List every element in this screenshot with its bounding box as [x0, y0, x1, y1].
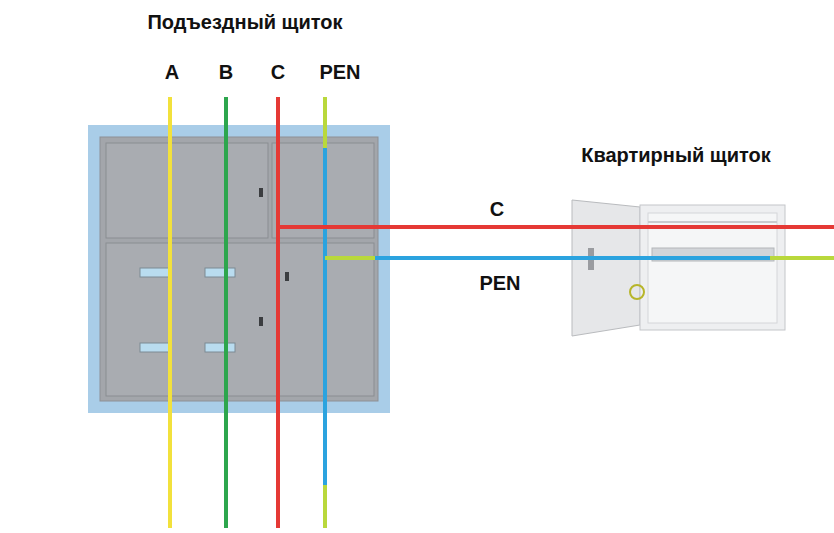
box-body	[640, 205, 785, 330]
pen-wire	[323, 148, 327, 485]
entrance-panel: Подъездный щиток	[88, 125, 390, 413]
box-shelf	[648, 221, 777, 223]
meter-window	[140, 343, 170, 352]
conductor-label: B	[219, 60, 233, 84]
panel-heading: Квартирный щиток	[581, 143, 771, 167]
conductor-label: C	[271, 60, 285, 84]
meter-window	[205, 343, 235, 352]
panel-door	[106, 143, 268, 238]
box-door	[572, 200, 640, 336]
phase-b-wire	[224, 97, 228, 528]
meter-window	[140, 268, 170, 277]
apartment-box: Квартирный щиток	[570, 195, 785, 333]
pen-branch	[325, 256, 375, 260]
wire-label: PEN	[479, 271, 520, 295]
panel-frame	[88, 125, 390, 413]
box-interior	[648, 213, 777, 323]
pen-wire	[323, 485, 327, 528]
pen-connector	[390, 256, 570, 260]
meter-window	[205, 268, 235, 277]
pen-wire	[323, 97, 327, 148]
pen-branch	[375, 256, 390, 260]
panel-body	[100, 137, 378, 401]
panel-heading: Подъездный щиток	[147, 10, 342, 34]
door-lock	[285, 272, 289, 281]
phase-c-branch	[278, 225, 390, 229]
conductor-label: PEN	[319, 60, 360, 84]
phase-c-connector	[390, 225, 570, 229]
phase-a-wire	[168, 97, 172, 528]
door-lock	[259, 188, 263, 197]
phase-c-wire	[276, 97, 280, 528]
conductor-label: A	[165, 60, 179, 84]
door-lock	[259, 317, 263, 326]
ground-terminal	[630, 285, 644, 299]
wire-label: C	[490, 197, 504, 221]
panel-door	[106, 243, 374, 396]
phase-c-branch	[570, 225, 834, 229]
pen-branch	[770, 256, 834, 260]
pen-branch	[570, 256, 770, 260]
